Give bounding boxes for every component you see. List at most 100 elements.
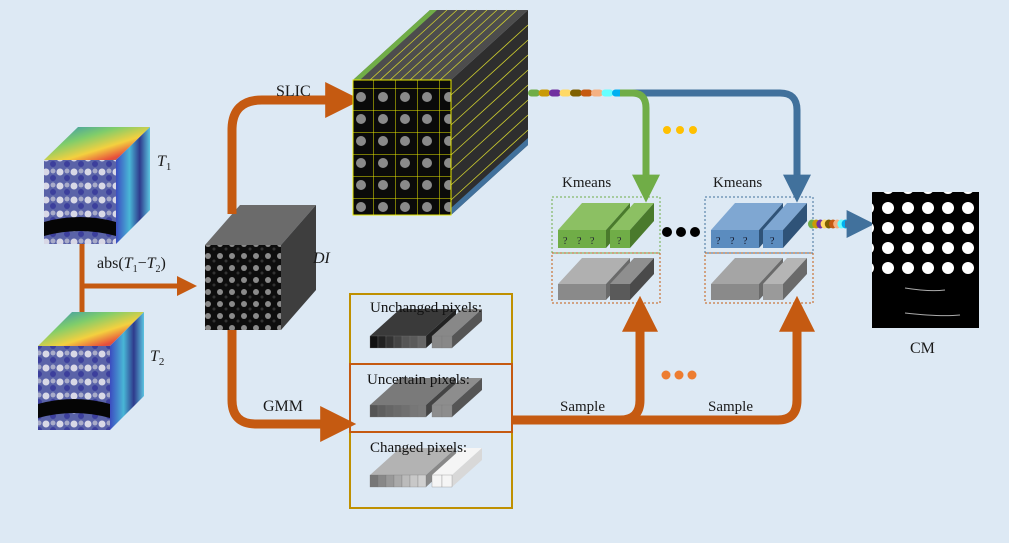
pixel-bar-face bbox=[441, 474, 453, 488]
pixel-bar-face bbox=[432, 309, 482, 336]
uncertain-group-border bbox=[349, 363, 513, 433]
pixel-bar-face bbox=[393, 335, 403, 349]
unknown-label-icon: ? bbox=[770, 236, 775, 247]
di-top-face bbox=[205, 205, 316, 245]
image-t2-cube bbox=[38, 312, 144, 430]
pixel-bar-face bbox=[369, 404, 379, 418]
difference-label: abs(T1−T2) bbox=[97, 255, 166, 276]
pixel-bar-face bbox=[452, 309, 482, 348]
gmm-label: GMM bbox=[263, 398, 304, 415]
unknown-label-icon: ? bbox=[617, 236, 622, 247]
pixel-bar-face bbox=[377, 404, 387, 418]
slic-layer-lines bbox=[369, 9, 529, 201]
t2-front-face bbox=[38, 346, 110, 430]
slic-cube bbox=[352, 9, 529, 216]
pixel-bar-face bbox=[409, 474, 419, 488]
t1-label: T1 bbox=[157, 153, 172, 174]
t2-label: T2 bbox=[150, 348, 165, 369]
pixel-bar-face bbox=[417, 474, 427, 488]
kmeans-1-arrow bbox=[620, 89, 660, 203]
slic-green-edge bbox=[353, 10, 437, 80]
pixel-bar-face bbox=[432, 448, 482, 475]
slic-front-face bbox=[352, 79, 452, 216]
yellow-ellipsis-dots bbox=[663, 126, 697, 134]
di-front-face bbox=[205, 245, 281, 330]
image-t1-cube bbox=[44, 127, 150, 244]
pixel-bar-face bbox=[431, 335, 443, 349]
pixel-bar-face bbox=[409, 335, 419, 349]
difference-arrow bbox=[79, 244, 197, 312]
pixel-bar-face bbox=[441, 335, 453, 349]
slic-blue-edge bbox=[451, 138, 528, 215]
pixel-bar-face bbox=[401, 335, 411, 349]
kmeans-box-1: ? ? ? ? bbox=[551, 196, 661, 304]
segment-color-chip bbox=[549, 89, 561, 97]
segment-color-chip bbox=[570, 89, 582, 97]
segment-strip-output bbox=[808, 219, 850, 229]
pixel-bar-face bbox=[452, 448, 482, 487]
sample-arrow-2 bbox=[512, 295, 815, 425]
kmeans-2-sample-box bbox=[704, 252, 814, 304]
segment-color-chip bbox=[538, 89, 551, 97]
unknown-label-icon: ? bbox=[730, 236, 735, 247]
pixel-bar-face bbox=[401, 404, 411, 418]
di-side-face bbox=[281, 205, 316, 330]
pixel-bar-face bbox=[417, 404, 427, 418]
pixel-bar-face bbox=[370, 378, 456, 405]
di-label: DI bbox=[313, 250, 330, 267]
uncertain-pixels-label: Uncertain pixels: bbox=[367, 372, 470, 388]
kmeans-label-2: Kmeans bbox=[713, 175, 763, 191]
t1-side-face bbox=[116, 127, 150, 244]
pixel-bar-face bbox=[431, 474, 443, 488]
unchanged-pixels-label: Unchanged pixels: bbox=[370, 300, 483, 316]
cm-label: CM bbox=[910, 340, 935, 357]
kmeans-box-2: ? ? ? ? bbox=[704, 196, 814, 304]
pixel-bar-face bbox=[409, 404, 419, 418]
pixel-groups-box bbox=[349, 293, 513, 509]
pixel-bar-face bbox=[441, 404, 453, 418]
di-cube bbox=[205, 205, 316, 330]
t1-top-face bbox=[44, 127, 150, 160]
change-map-lower bbox=[872, 275, 979, 328]
segment-color-chip bbox=[559, 89, 572, 97]
sample-label-2: Sample bbox=[708, 399, 753, 415]
pixel-bar-face bbox=[401, 474, 411, 488]
unknown-label-icon: ? bbox=[563, 236, 568, 247]
unknown-label-icon: ? bbox=[590, 236, 595, 247]
slic-top-face bbox=[353, 10, 528, 80]
slic-arrow bbox=[227, 82, 362, 214]
unknown-label-icon: ? bbox=[716, 236, 721, 247]
changed-pixels-label: Changed pixels: bbox=[370, 440, 468, 456]
pixel-bar-face bbox=[377, 474, 387, 488]
pixel-bar-face bbox=[385, 335, 395, 349]
orange-ellipsis-dots bbox=[661, 370, 697, 380]
pixel-bar-face bbox=[385, 404, 395, 418]
pixel-bar-face bbox=[377, 335, 387, 349]
unknown-label-icon: ? bbox=[577, 236, 582, 247]
segment-color-chip bbox=[528, 89, 540, 97]
segment-color-chip bbox=[580, 89, 593, 97]
pixel-bar-face bbox=[393, 474, 403, 488]
slic-side-face bbox=[451, 10, 528, 215]
segment-color-chip bbox=[591, 89, 603, 97]
pixel-bar-face bbox=[431, 404, 443, 418]
segment-strip-top bbox=[528, 89, 624, 97]
slic-label: SLIC bbox=[276, 83, 311, 100]
t2-river bbox=[38, 399, 110, 418]
pixel-bar-face bbox=[385, 474, 395, 488]
unknown-label-icon: ? bbox=[743, 236, 748, 247]
kmeans-label-1: Kmeans bbox=[562, 175, 612, 191]
pixel-bar-face bbox=[370, 448, 456, 475]
t1-river bbox=[44, 217, 116, 236]
pixel-bar-face bbox=[369, 474, 379, 488]
pixel-bar-face bbox=[370, 309, 456, 336]
kmeans-1-sample-box bbox=[551, 252, 661, 304]
pixel-bar-face bbox=[369, 335, 379, 349]
kmeans-2-arrow bbox=[620, 89, 811, 203]
t2-side-face bbox=[110, 312, 144, 430]
t2-top-face bbox=[38, 312, 144, 346]
gmm-arrow bbox=[227, 330, 357, 442]
pixel-bar-face bbox=[417, 335, 427, 349]
